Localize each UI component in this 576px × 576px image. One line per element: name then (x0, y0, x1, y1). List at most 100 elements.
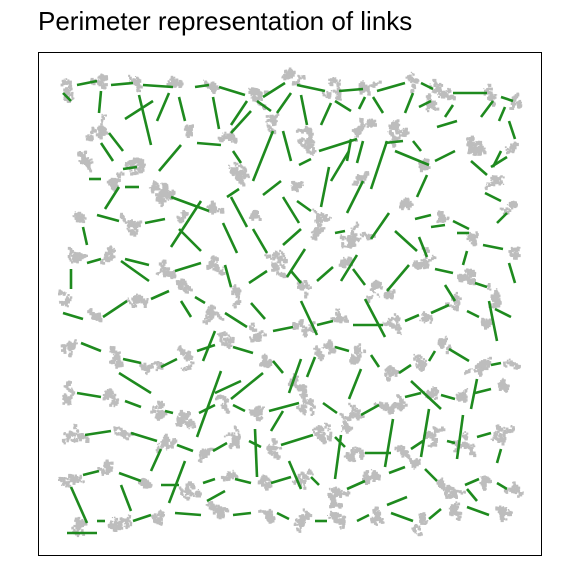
link-line (280, 433, 314, 447)
link-line (282, 228, 302, 246)
habitat-patch (384, 365, 400, 382)
link-line (167, 460, 187, 504)
habitat-patch (480, 317, 493, 330)
link-line (214, 379, 242, 395)
habitat-patch (327, 510, 347, 530)
habitat-patch (62, 380, 76, 406)
link-line (305, 356, 317, 378)
link-line (144, 217, 166, 225)
link-line (363, 298, 387, 338)
link-line (84, 429, 112, 437)
link-line (253, 428, 259, 478)
habitat-patch (370, 506, 385, 526)
habitat-patch (197, 447, 215, 463)
page-title: Perimeter representation of links (38, 6, 413, 36)
habitat-patch (497, 377, 510, 393)
link-line (497, 106, 507, 122)
link-line (229, 196, 249, 228)
link-line (76, 79, 98, 87)
link-line (494, 307, 512, 319)
link-line (440, 393, 456, 401)
link-line (448, 347, 470, 363)
habitat-patch (312, 422, 333, 445)
habitat-patch (85, 113, 109, 142)
habitat-patch (338, 256, 353, 269)
link-line (347, 368, 363, 400)
link-line (443, 284, 457, 302)
link-line (118, 371, 152, 395)
habitat-patch (206, 255, 226, 276)
link-line (62, 311, 84, 321)
habitat-patch (259, 353, 273, 369)
habitat-patch (220, 469, 239, 482)
link-line (137, 94, 153, 146)
habitat-patch (176, 345, 195, 372)
link-line (155, 92, 171, 122)
link-line (479, 100, 495, 118)
habitat-patch (464, 356, 492, 377)
link-line (269, 410, 285, 432)
link-line (394, 230, 418, 252)
habitat-patch (499, 200, 518, 215)
link-line (356, 513, 370, 523)
link-line (96, 213, 120, 223)
patch-layer (58, 67, 524, 538)
habitat-patch (67, 246, 88, 264)
link-line (386, 264, 410, 292)
habitat-patch (419, 311, 434, 324)
habitat-patch (503, 481, 524, 498)
link-line (232, 511, 252, 517)
link-line (404, 391, 422, 399)
habitat-patch (448, 501, 463, 521)
link-line (491, 150, 503, 168)
link-line (107, 132, 125, 152)
habitat-patch (155, 433, 178, 454)
link-line (122, 165, 138, 171)
habitat-patch (429, 78, 456, 101)
link-line (418, 99, 432, 109)
link-line (420, 81, 434, 91)
link-line (319, 102, 333, 126)
habitat-patch (166, 75, 184, 88)
link-line (338, 87, 364, 93)
link-line (427, 350, 437, 362)
habitat-patch (228, 161, 250, 187)
link-line (272, 325, 294, 333)
link-line (226, 187, 240, 199)
link-line (130, 431, 158, 443)
link-line (496, 212, 508, 224)
link-line (296, 83, 326, 93)
link-line (434, 149, 456, 163)
link-line (369, 140, 389, 190)
habitat-patch (313, 339, 337, 362)
link-line (290, 270, 302, 284)
habitat-patch (508, 246, 521, 260)
link-line (495, 448, 503, 464)
link-line (345, 180, 365, 214)
link-line (484, 191, 502, 203)
link-line (296, 199, 312, 213)
habitat-patch (175, 278, 193, 294)
habitat-patch (107, 514, 133, 532)
link-line (124, 399, 142, 409)
link-line (334, 345, 350, 353)
habitat-patch (495, 505, 513, 523)
link-line (262, 179, 282, 197)
habitat-patch (216, 331, 235, 350)
link-line (231, 150, 243, 164)
link-line (466, 488, 478, 502)
habitat-patch (503, 358, 521, 370)
habitat-patch (128, 74, 143, 93)
habitat-patch (257, 474, 273, 491)
link-line (270, 475, 292, 485)
link-line (142, 83, 174, 89)
link-line (281, 130, 293, 162)
link-line (262, 81, 286, 99)
habitat-patch (490, 424, 515, 446)
link-line (69, 486, 89, 524)
link-line (474, 281, 488, 289)
link-line (417, 236, 429, 258)
link-line (469, 378, 479, 410)
link-line (80, 341, 102, 353)
habitat-patch (137, 477, 153, 489)
